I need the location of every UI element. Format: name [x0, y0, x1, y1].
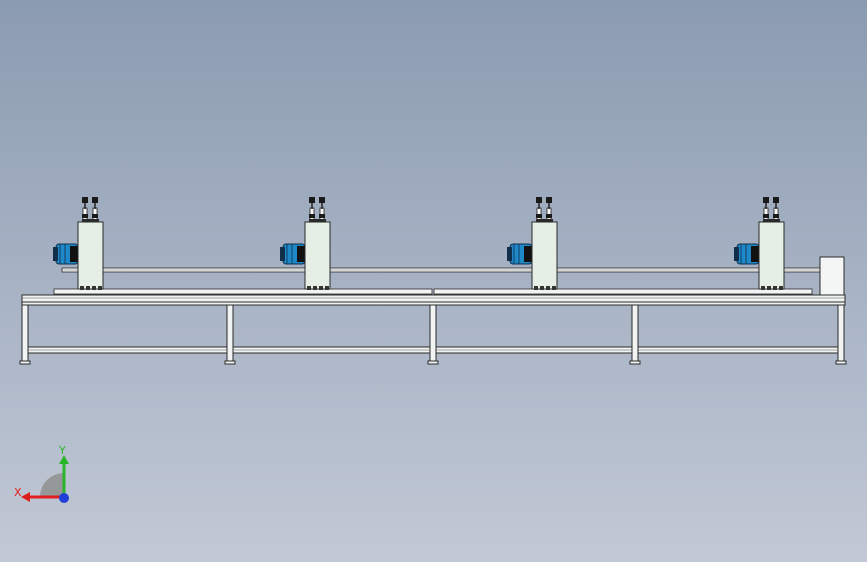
processing-unit-2[interactable]	[280, 197, 331, 290]
motor-4[interactable]	[734, 243, 760, 265]
housing-1[interactable]	[77, 221, 104, 290]
motor-3[interactable]	[507, 243, 533, 265]
processing-unit-1[interactable]	[53, 197, 104, 290]
axis-y-label: Y	[58, 444, 66, 457]
housing-3[interactable]	[531, 221, 558, 290]
processing-units	[53, 197, 785, 290]
guide-shaft[interactable]	[53, 267, 823, 295]
table-leg-5	[837, 304, 845, 363]
table-leg-3	[429, 304, 437, 363]
housing-2[interactable]	[304, 221, 331, 290]
base-plate-left	[53, 288, 433, 295]
table-leg-4	[631, 304, 639, 363]
housing-4[interactable]	[758, 221, 785, 290]
processing-unit-4[interactable]	[734, 197, 785, 290]
table-leg-2	[226, 304, 234, 363]
coordinate-triad-icon: X Y	[14, 444, 69, 503]
motor-2[interactable]	[280, 243, 306, 265]
axis-x-label: X	[14, 486, 22, 499]
table-top-beam	[21, 294, 846, 303]
end-control-box[interactable]	[819, 256, 845, 296]
motor-1[interactable]	[53, 243, 79, 265]
base-plate-right	[433, 288, 813, 295]
table-leg-1	[21, 304, 29, 363]
table-frame[interactable]	[19, 294, 847, 365]
processing-unit-3[interactable]	[507, 197, 558, 290]
